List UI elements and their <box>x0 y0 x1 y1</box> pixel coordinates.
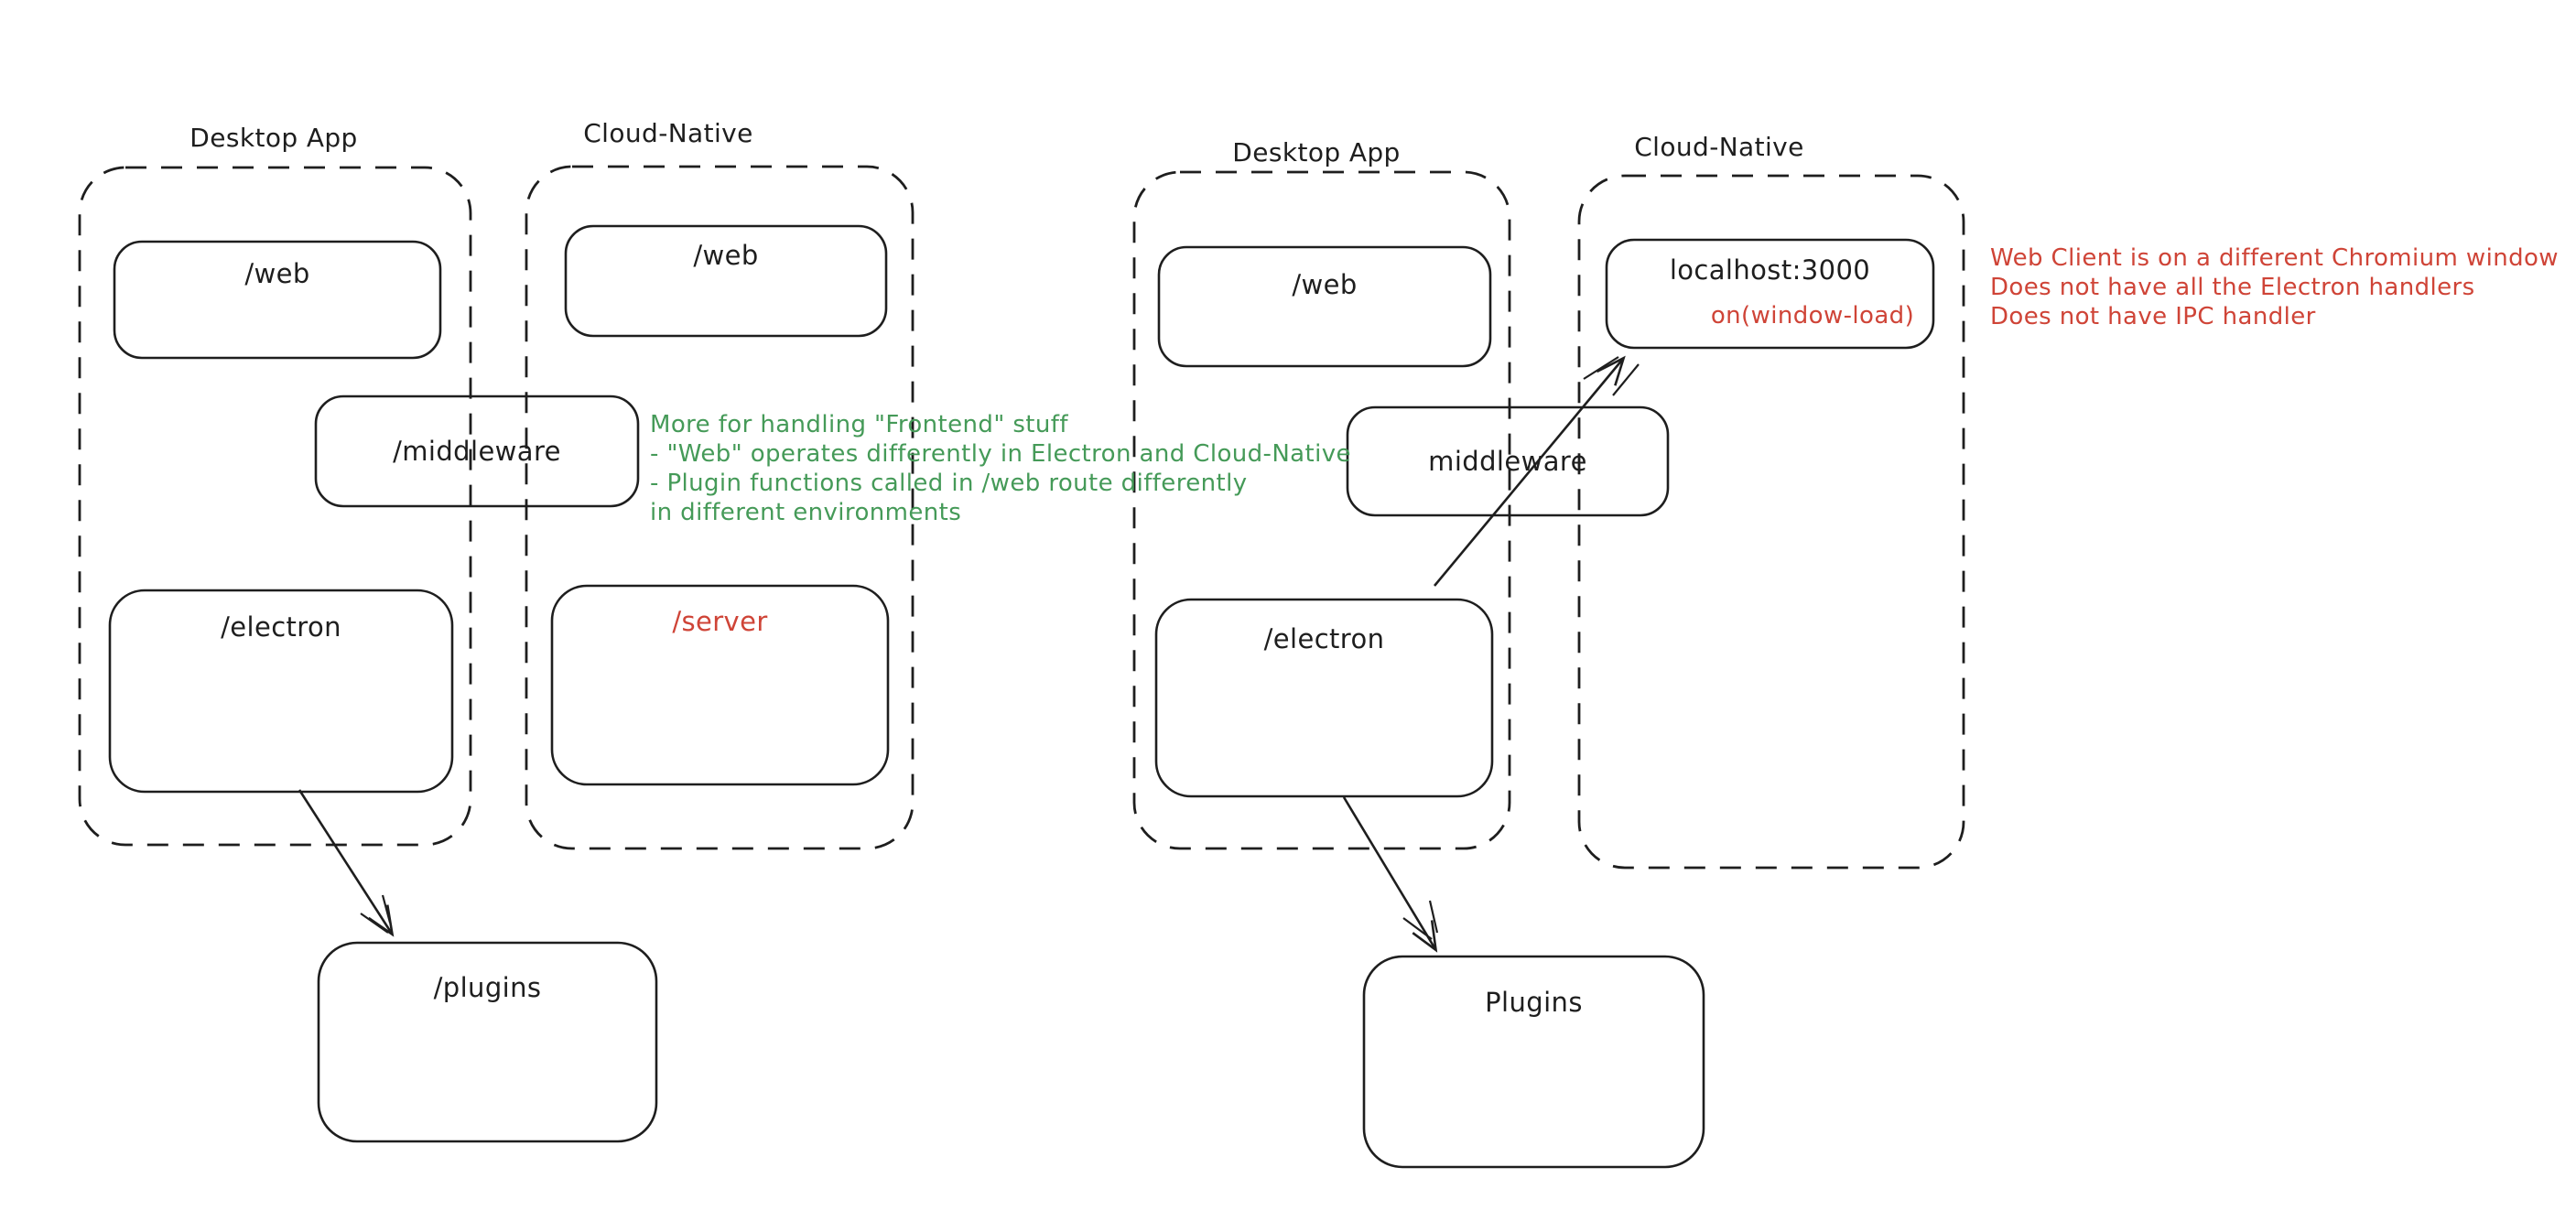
left-desktop-app-container <box>78 166 472 847</box>
left-plugins-box <box>317 941 658 1143</box>
green-annotation-line: - Plugin functions called in /web route … <box>650 470 1248 497</box>
left-desktop-web-box <box>113 240 442 360</box>
left-desktop-app-label: Desktop App <box>189 123 358 153</box>
right-electron-box <box>1154 598 1494 798</box>
green-annotation: More for handling "Frontend" stuff - "We… <box>650 410 1351 527</box>
left-cloud-web-box <box>564 224 888 338</box>
right-localhost-event-label: on(window-load) <box>1710 302 1915 330</box>
red-annotation-line: Does not have all the Electron handlers <box>1990 274 2475 301</box>
arrow-long-sketch-stroke <box>1583 356 1619 380</box>
right-desktop-web-label: /web <box>1292 269 1358 300</box>
green-annotation-line: in different environments <box>650 499 962 526</box>
left-plugins-label: /plugins <box>433 972 542 1003</box>
left-middleware-box <box>314 394 640 508</box>
left-middleware-label: /middleware <box>393 436 561 467</box>
right-cloud-native-container <box>1577 174 1965 870</box>
left-server-label: /server <box>672 606 768 637</box>
left-desktop-web-label: /web <box>244 258 310 289</box>
left-electron-box <box>108 589 454 794</box>
arrow-right-electron-to-localhost <box>1433 355 1626 587</box>
left-cloud-native-label: Cloud-Native <box>583 118 753 148</box>
left-cloud-web-label: /web <box>693 240 759 271</box>
arrow-right-bottom-sketch-stroke <box>1428 900 1439 934</box>
right-plugins-label: Plugins <box>1485 987 1583 1018</box>
right-plugins-box <box>1362 955 1705 1169</box>
right-middleware-box <box>1346 405 1670 517</box>
right-middleware-label: middleware <box>1428 446 1587 477</box>
green-annotation-line: More for handling "Frontend" stuff <box>650 411 1068 438</box>
red-annotation-line: Does not have IPC handler <box>1990 303 2316 330</box>
right-localhost-box <box>1605 238 1935 350</box>
left-cloud-native-container <box>525 165 915 850</box>
left-server-box <box>550 584 890 786</box>
right-cloud-native-label: Cloud-Native <box>1634 132 1804 162</box>
arrow-right-bottom-sketch-stroke-2 <box>1402 917 1433 940</box>
arrow-left-sketch-stroke-2 <box>360 913 389 934</box>
arrow-right-electron-to-plugins <box>1342 796 1438 953</box>
red-annotation: Web Client is on a different Chromium wi… <box>1990 243 2559 331</box>
arrow-left-sketch-stroke <box>381 894 392 924</box>
right-desktop-app-container <box>1132 170 1511 850</box>
right-localhost-label: localhost:3000 <box>1669 254 1871 286</box>
red-annotation-line: Web Client is on a different Chromium wi… <box>1990 244 2559 272</box>
right-desktop-app-label: Desktop App <box>1232 137 1401 168</box>
arrow-left-electron-to-plugins <box>298 789 395 937</box>
left-electron-label: /electron <box>221 611 341 643</box>
green-annotation-line: - "Web" operates differently in Electron… <box>650 440 1351 468</box>
right-electron-label: /electron <box>1263 623 1385 654</box>
right-desktop-web-box <box>1157 245 1492 368</box>
arrow-long-sketch-stroke-2 <box>1612 363 1640 396</box>
